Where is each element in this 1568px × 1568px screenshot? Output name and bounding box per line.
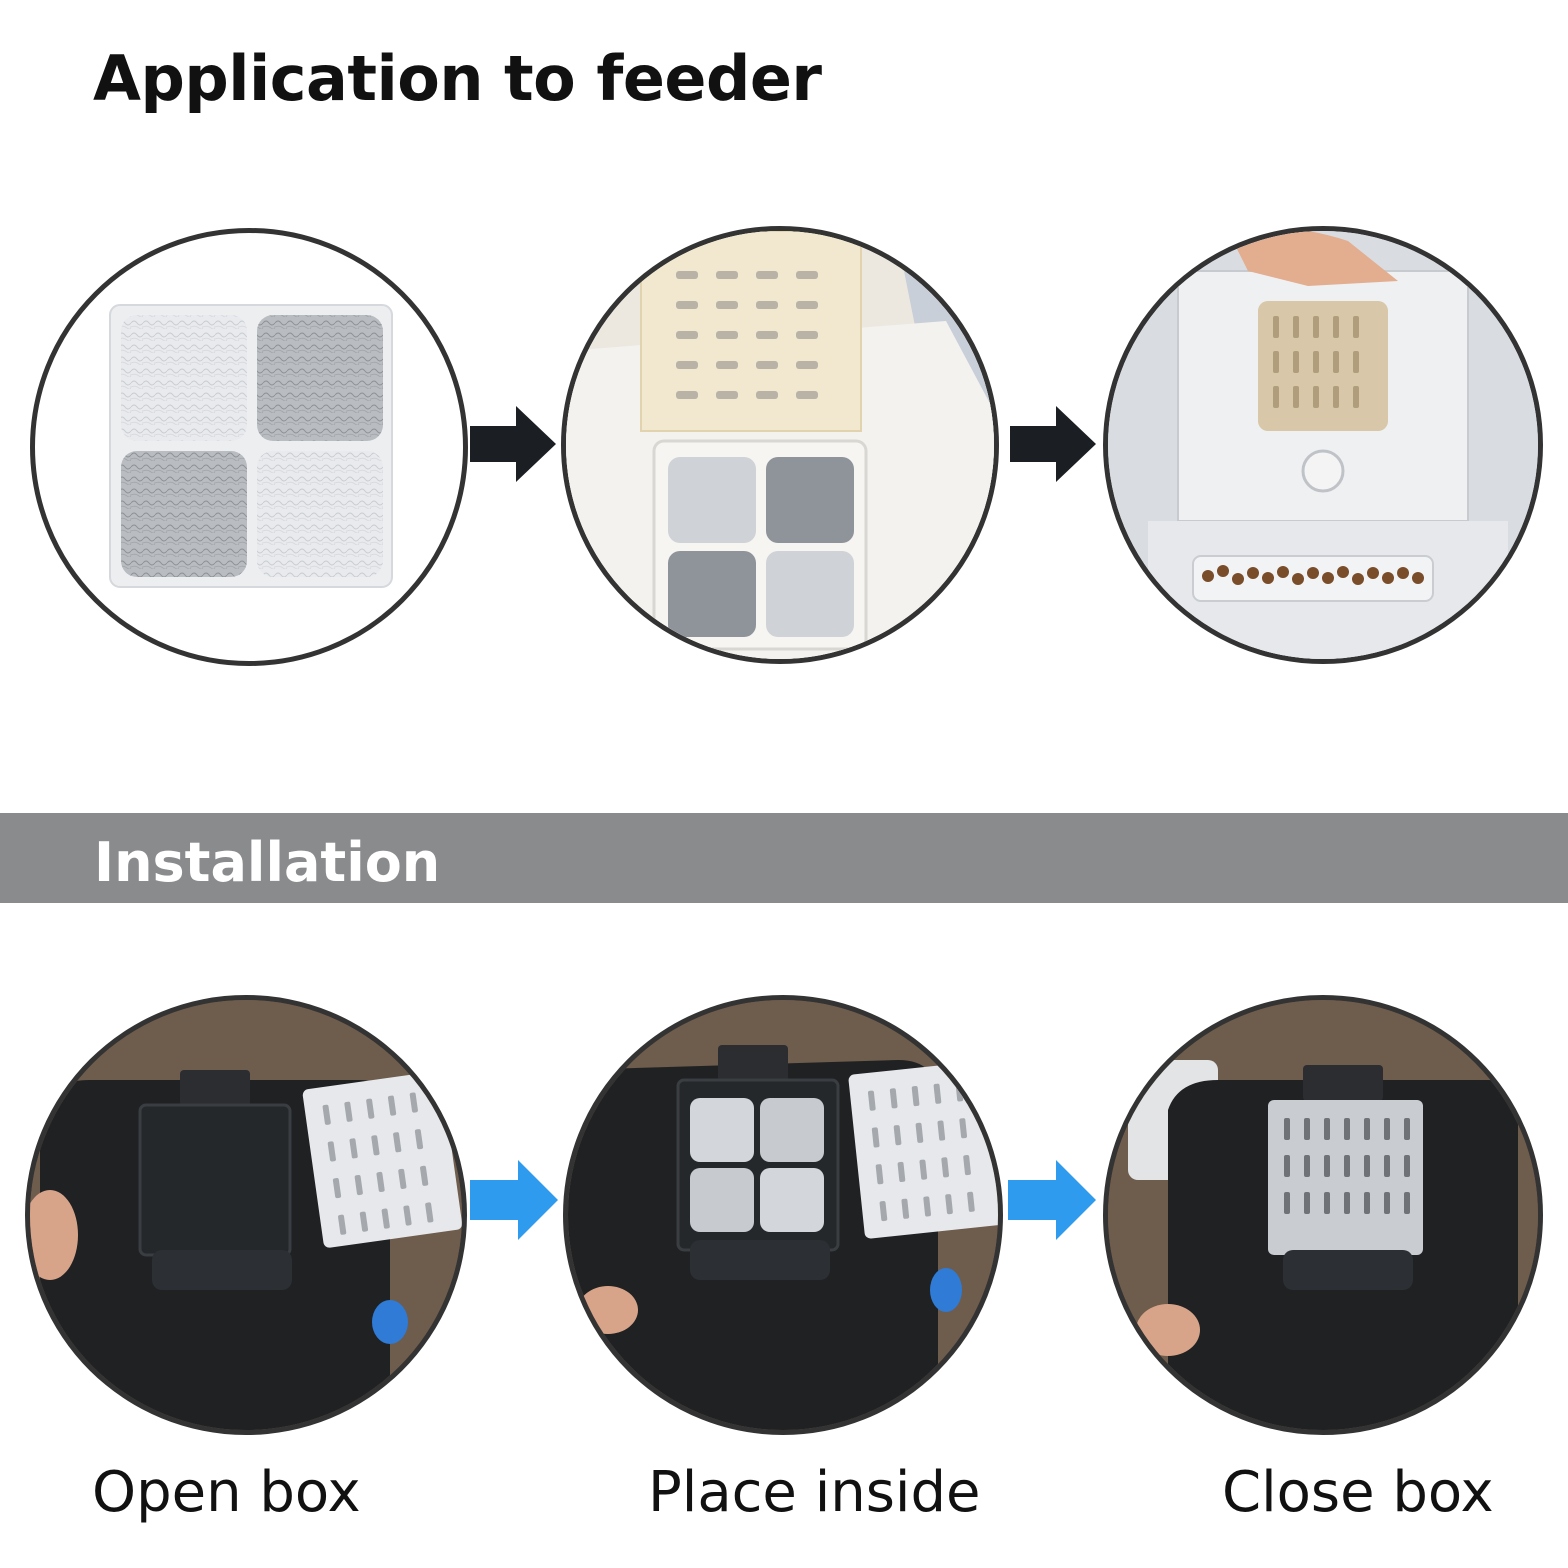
step-caption-close-box: Close box — [1222, 1460, 1494, 1525]
installation-title: Installation — [94, 831, 441, 894]
feeder-lid-illustration — [566, 231, 994, 659]
application-title: Application to feeder — [93, 42, 822, 115]
installation-band: Installation — [0, 813, 1568, 903]
arrow-right-icon — [470, 1160, 558, 1240]
close-box-photo — [1103, 995, 1543, 1435]
place-inside-photo — [563, 995, 1003, 1435]
place-inside-illustration — [568, 1000, 998, 1430]
filter-pad-illustration — [109, 304, 393, 588]
filter-pad-photo — [30, 228, 468, 666]
arrow-right-icon — [1010, 406, 1096, 482]
feeder-with-food-photo — [1103, 226, 1543, 664]
arrow-right-icon — [1008, 1160, 1096, 1240]
step-caption-place-inside: Place inside — [648, 1460, 981, 1525]
step-caption-open-box: Open box — [92, 1460, 361, 1525]
close-box-illustration — [1108, 1000, 1538, 1430]
open-box-photo — [25, 995, 467, 1435]
feeder-food-illustration — [1108, 231, 1538, 659]
arrow-right-icon — [470, 406, 556, 482]
open-box-illustration — [30, 1000, 462, 1430]
filter-in-feeder-lid-photo — [561, 226, 999, 664]
